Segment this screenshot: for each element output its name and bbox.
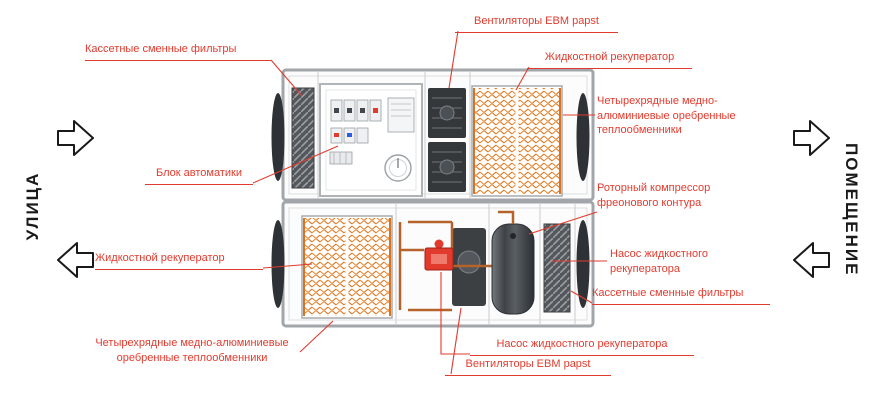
duct-port-street-exhaust (271, 220, 285, 308)
duct-port-room-return (576, 220, 590, 308)
label-liquid-recuperator-exhaust: Жидкостной рекуператор (95, 251, 263, 270)
piping (398, 220, 494, 312)
label-recuperator-pump-bottom: Насос жидкостного рекуператора (470, 337, 694, 356)
airflow-arrow-street-in-icon (57, 120, 94, 156)
exhaust-heat-exchanger (301, 215, 393, 319)
airflow-arrow-room-return-icon (793, 242, 830, 278)
duct-port-street-supply (271, 93, 285, 181)
supply-filter (291, 87, 315, 189)
label-heat-exchangers-bottom: Четырехрядные медно-алюминиевые оребренн… (95, 337, 289, 364)
label-automation-unit: Блок автоматики (145, 166, 253, 185)
street-side-label: УЛИЦА (23, 171, 42, 241)
airflow-arrow-room-supply-icon (793, 120, 830, 156)
airflow-arrow-street-out-icon (57, 242, 94, 278)
label-liquid-recuperator-supply: Жидкостной рекуператор (527, 50, 692, 69)
room-side-label: ПОМЕЩЕНИЕ (842, 143, 861, 277)
duct-port-room-supply (576, 93, 590, 181)
leader-lines (252, 30, 607, 375)
automation-cabinet (319, 83, 423, 197)
freon-compressor (491, 210, 535, 315)
label-recuperator-pump-right: Насос жидкостного рекуператора (610, 248, 708, 275)
supply-heat-exchanger (471, 85, 563, 197)
recuperator-pump (424, 239, 454, 271)
label-return-filters: Кассетные сменные фильтры (592, 286, 770, 305)
label-rotary-compressor: Роторный компрессор фреонового контура (597, 182, 711, 209)
label-exhaust-fans: Вентиляторы EBM papst (445, 357, 611, 376)
exhaust-filter (543, 223, 571, 313)
label-supply-fans: Вентиляторы EBM papst (455, 14, 618, 33)
label-supply-filters: Кассетные сменные фильтры (85, 42, 271, 61)
label-heat-exchangers-right: Четырехрядные медно-алюминиевые оребренн… (597, 95, 736, 137)
supply-fans (428, 88, 466, 192)
